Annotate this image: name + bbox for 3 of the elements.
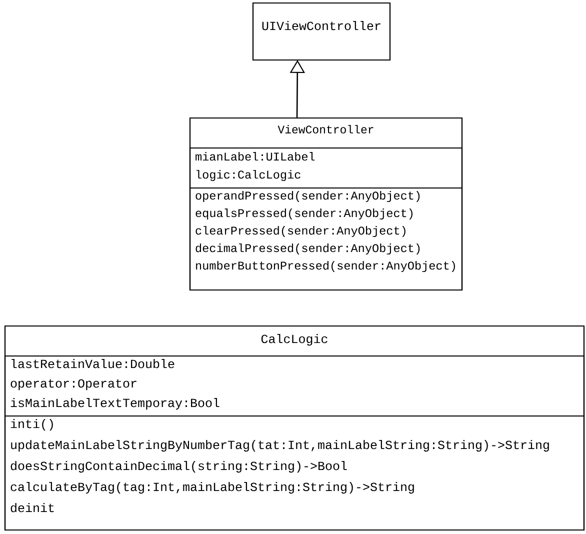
method-compartment: operandPressed(sender:AnyObject) equalsPressed(sender:AnyObject) clearPressed(sender:AnyObject) decimalPressed(sender:AnyObject) numberButtonPressed(sender:AnyObject) [189, 187, 463, 291]
method-compartment: inti() updateMainLabelStringByNumberTag(tat:Int,mainLabelString:String)->String doesStringContainDecimal(string:String)->Bool calculateByTag(tag:Int,mainLabelString:String)->String deinit [4, 415, 585, 531]
class-box: UIViewController [252, 2, 391, 61]
